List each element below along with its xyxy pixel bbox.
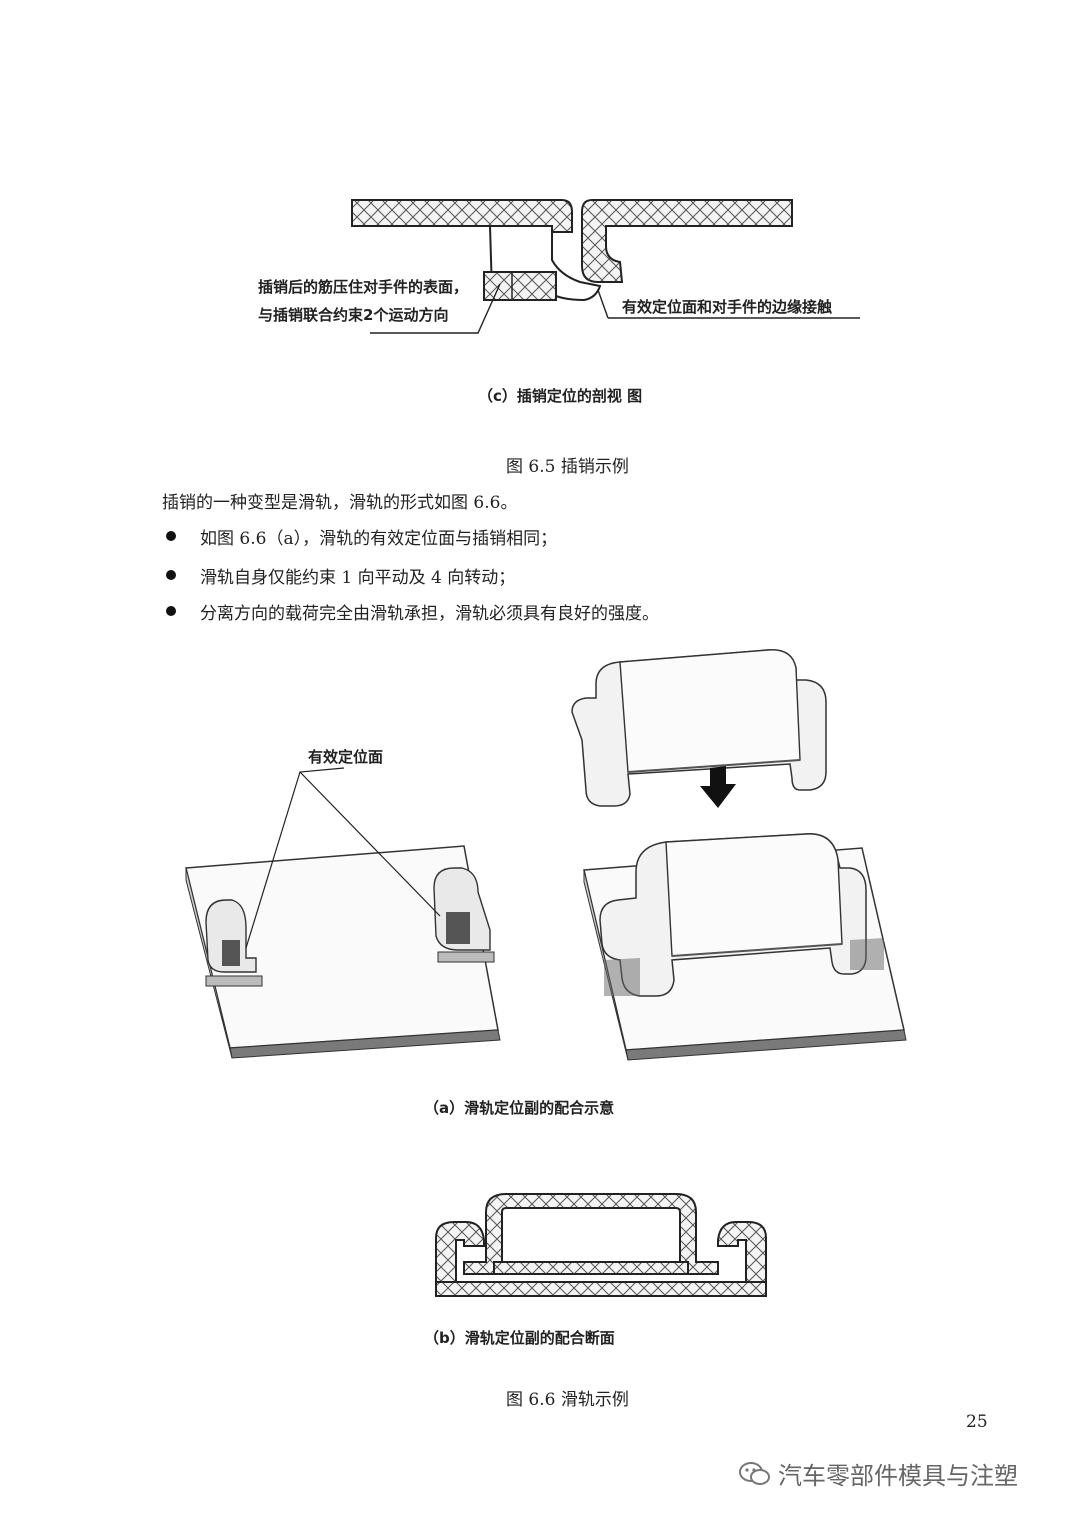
watermark: 汽车零部件模具与注塑 bbox=[738, 1456, 1018, 1491]
bullet-item: 滑轨自身仅能约束 1 向平动及 4 向转动； bbox=[200, 568, 516, 588]
insert-direction-arrow bbox=[700, 766, 736, 808]
left-base-plate bbox=[185, 845, 501, 1059]
bullet-item: 分离方向的载荷完全由滑轨承担，滑轨必须具有良好的强度。 bbox=[200, 604, 659, 624]
right-panel-section bbox=[581, 199, 793, 283]
annotation-left-line1: 插销后的筋压住对手件的表面， bbox=[258, 278, 469, 296]
annotation-left-line2: 与插销联合约束2个运动方向 bbox=[258, 306, 449, 324]
wechat-icon bbox=[739, 1461, 770, 1485]
pin-section-drawing bbox=[351, 199, 860, 334]
annotation-right: 有效定位面和对手件的边缘接触 bbox=[622, 298, 833, 316]
slide-rail-section-drawing bbox=[435, 1193, 767, 1297]
bullet-dot bbox=[166, 570, 176, 580]
rib-section bbox=[483, 271, 557, 301]
fig66a-subcaption: （a）滑轨定位副的配合示意 bbox=[424, 1099, 615, 1117]
left-clip-1 bbox=[205, 899, 263, 987]
bullet-dot bbox=[166, 531, 176, 541]
fig65-subcaption: （c）插销定位的剖视 图 bbox=[478, 387, 643, 405]
bullet-item: 如图 6.6（a），滑轨的有效定位面与插销相同； bbox=[200, 529, 558, 549]
base-plate-section bbox=[435, 1281, 767, 1297]
effective-surface-annotation: 有效定位面 bbox=[308, 748, 384, 766]
slide-rail-assembly-drawing bbox=[185, 649, 907, 1061]
page-number: 25 bbox=[966, 1412, 988, 1432]
fig65-caption: 图 6.5 插销示例 bbox=[506, 457, 629, 477]
right-clip-section bbox=[717, 1221, 767, 1297]
assembled-slide-rail bbox=[599, 833, 884, 997]
left-clip-section bbox=[435, 1221, 485, 1297]
upper-slide-rail bbox=[571, 649, 827, 807]
left-clip-2 bbox=[433, 867, 495, 963]
bullet-dot bbox=[166, 606, 176, 616]
counterpart-section bbox=[493, 1261, 689, 1275]
fig66b-subcaption: （b）滑轨定位副的配合断面 bbox=[424, 1329, 615, 1347]
intro-paragraph: 插销的一种变型是滑轨，滑轨的形式如图 6.6。 bbox=[162, 493, 518, 513]
watermark-text: 汽车零部件模具与注塑 bbox=[778, 1462, 1018, 1490]
fig66-caption: 图 6.6 滑轨示例 bbox=[506, 1390, 629, 1410]
